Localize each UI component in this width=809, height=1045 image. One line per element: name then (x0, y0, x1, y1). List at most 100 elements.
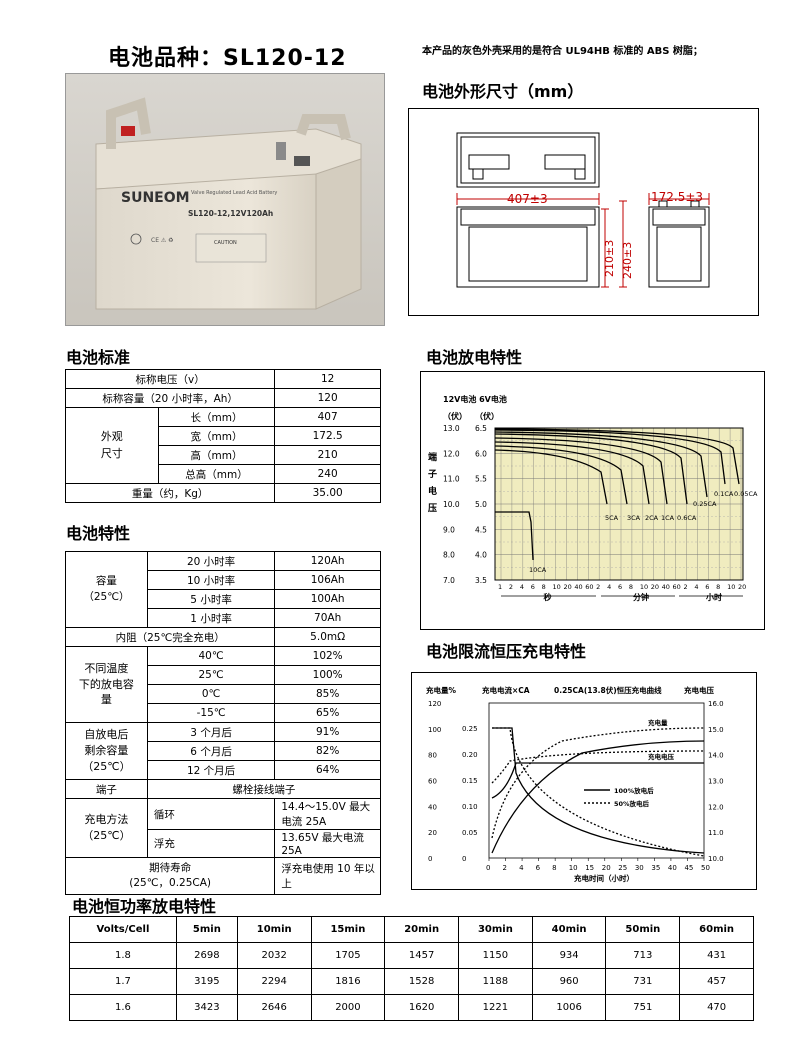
tick-label: 25 (618, 864, 627, 872)
recycle-icon (130, 233, 142, 245)
tick-label: 7.0 (443, 576, 455, 585)
tick-label: 10 (727, 583, 735, 591)
discharge-curve (494, 445, 628, 505)
y-axis-title: 压 (428, 503, 437, 514)
tick-label: 4 (607, 583, 611, 591)
tick-label: 4 (694, 583, 698, 591)
table-row: 标称容量（20 小时率，Ah） 120 (64, 388, 381, 408)
tick-label: 6 (618, 583, 622, 591)
voltage-curve-100 (491, 762, 704, 799)
battery-model: SL120-12,12V120Ah (188, 209, 273, 218)
discharge-curve (494, 437, 668, 505)
table-cell: 1188 (458, 968, 533, 995)
tick-label: 30 (635, 864, 644, 872)
table-row: 容量 （25℃） 20 小时率 120Ah (65, 551, 381, 628)
x-group-label: 分钟 (633, 592, 649, 602)
chart-top-label: 0.25CA(13.8伏)恒压充电曲线 (554, 685, 662, 695)
table-cell: 1705 (310, 942, 386, 969)
battery-subtitle: Valve Regulated Lead Acid Battery (191, 190, 277, 196)
column-header: 50min (605, 916, 681, 943)
table-row: 自放电后 剩余容量 （25℃） 3 个月后 91% (65, 722, 381, 780)
tick-label: 4.0 (475, 551, 487, 560)
tick-label: 20 (602, 864, 611, 872)
tick-label: 4.5 (475, 525, 487, 534)
tick-label: 6 (536, 864, 541, 872)
standard-table: 标称电压（v） 12 标称容量（20 小时率，Ah） 120 外观 尺寸 长（m… (64, 369, 381, 503)
y-axis-title: 电 (428, 485, 437, 497)
table-row: 内阻（25℃完全充电） 5.0mΩ (64, 627, 381, 647)
characteristics-table: 容量 （25℃） 20 小时率 120Ah 10 小时率 106Ah 5 小时率… (64, 551, 382, 895)
table-cell: 1.6 (69, 994, 177, 1021)
tick-label: 4 (520, 583, 524, 591)
table-row: 充电方法 （25℃） 循环 14.4～15.0V 最大电流 25A (65, 798, 381, 858)
tick-label: 15.0 (708, 726, 724, 734)
tick-label: 40 (574, 583, 582, 591)
width-dimension: 172.5±3 (651, 190, 703, 204)
table-cell: 470 (679, 994, 754, 1021)
power-heading: 电池恒功率放电特性 (72, 897, 217, 916)
tick-label: 20 (738, 583, 746, 591)
tick-label: 40 (428, 803, 437, 811)
tick-label: 11.0 (708, 829, 724, 837)
tick-label: 10.0 (708, 855, 724, 863)
tick-label: 20 (563, 583, 571, 591)
legend-label: 50%放电后 (614, 799, 650, 808)
x-group-label: 秒 (544, 592, 552, 602)
tick-label: 0.05 (462, 829, 478, 837)
tick-label: 6 (531, 583, 535, 591)
tick-label: 10 (640, 583, 648, 591)
tick-label: 40 (668, 864, 677, 872)
tick-label: 0.15 (462, 777, 478, 785)
table-cell: 431 (679, 942, 754, 969)
tick-label: 12.0 (708, 803, 724, 811)
column-header: 5min (175, 916, 238, 943)
tick-label: 8 (542, 583, 546, 591)
table-row: 宽（mm） 172.5 (66, 426, 381, 446)
table-cell: 713 (605, 942, 681, 969)
chart-legend: 12V电池 6V电池 (443, 394, 507, 404)
discharge-curve (494, 441, 650, 505)
table-row: -15℃ 65% (66, 703, 381, 723)
tick-label: 2 (596, 583, 600, 591)
current-curve-100 (492, 727, 705, 854)
tick-label: 6.0 (475, 449, 487, 458)
capacity-curve-50 (491, 727, 705, 839)
discharge-curve (494, 431, 708, 498)
x-group-label: 小时 (705, 592, 722, 602)
table-cell: 1.7 (69, 968, 177, 995)
chart-top-label: 充电量% (426, 685, 456, 695)
tick-label: 20 (428, 829, 437, 837)
tick-label: 45 (684, 864, 693, 872)
table-cell: 2294 (236, 968, 312, 995)
tick-label: 14.0 (708, 752, 724, 760)
tick-label: 20 (651, 583, 659, 591)
column-header: Volts/Cell (69, 916, 177, 943)
left-unit: （伏） (443, 411, 467, 421)
curve-label: 10CA (529, 566, 547, 574)
tick-label: 2 (503, 864, 507, 872)
table-cell: 2698 (175, 942, 238, 969)
caution-label: CAUTION (214, 240, 237, 246)
tick-label: 4 (519, 864, 524, 872)
tick-label: 10 (553, 583, 561, 591)
brand-logo: SUNEOM (121, 190, 190, 206)
discharge-curve (495, 511, 534, 561)
curve-label: 0.25CA (693, 500, 717, 508)
table-row: 标称电压（v） 12 (64, 369, 381, 389)
chart-top-label: 充电电流×CA (482, 685, 530, 695)
material-note: 本产品的灰色外壳采用的是符合 UL94HB 标准的 ABS 树脂； (422, 46, 703, 57)
tick-label: 6.5 (475, 424, 487, 433)
right-unit: （伏） (475, 411, 499, 421)
table-row: 期待寿命 (25℃，0.25CA) 浮充电使用 10 年以上 (64, 857, 381, 895)
table-cell: 457 (679, 968, 754, 995)
tick-label: 120 (428, 700, 441, 708)
tick-label: 5.0 (475, 500, 487, 509)
tick-label: 13.0 (443, 424, 460, 433)
tick-label: 60 (585, 583, 593, 591)
plot-area (488, 702, 705, 859)
